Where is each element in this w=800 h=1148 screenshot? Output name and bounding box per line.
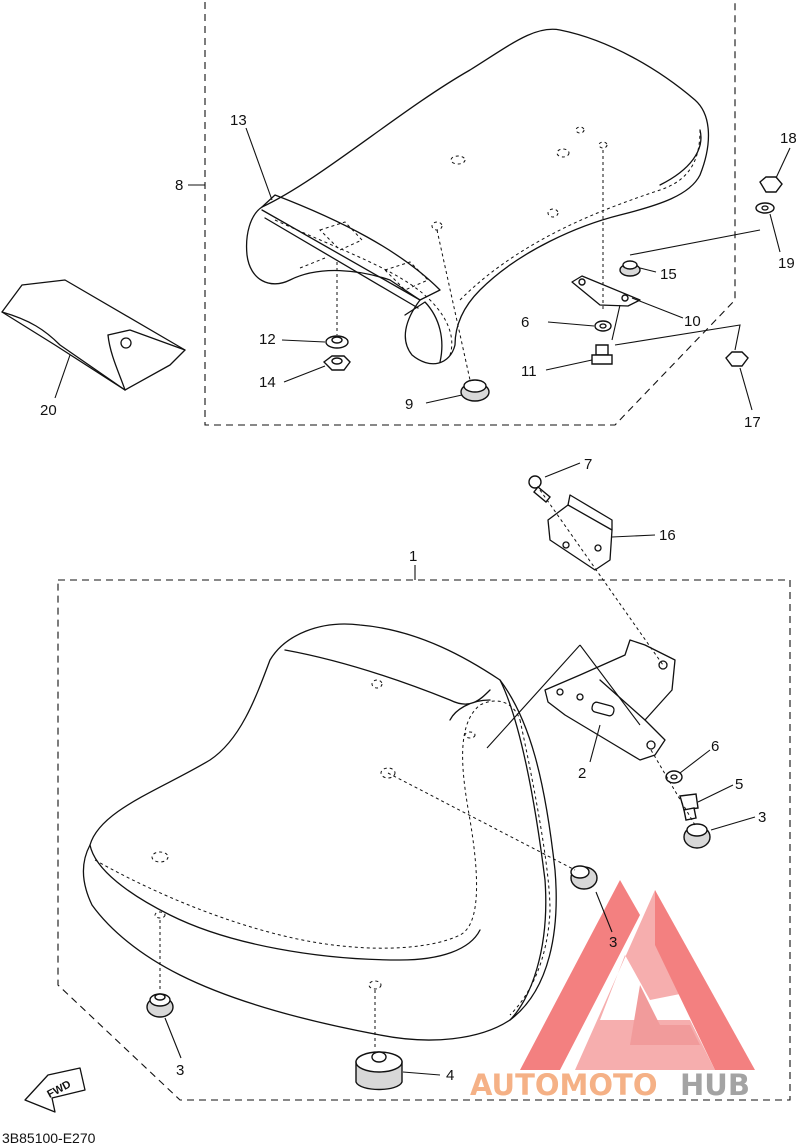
- rider-seat-side: [499, 679, 547, 1021]
- callout-12: 12: [259, 331, 276, 348]
- callout-1: 1: [409, 548, 417, 565]
- passenger-seat-hole: [575, 126, 585, 134]
- callout-16: 16: [659, 527, 676, 544]
- callout-11: 11: [521, 363, 537, 380]
- group-boundary-8: [204, 2, 736, 426]
- bracket-16: [547, 494, 613, 571]
- watermark-brand-hub: HUB: [680, 1068, 750, 1102]
- rider-seat-hole: [154, 911, 166, 919]
- callout-3: 3: [758, 809, 766, 826]
- assembly-line: [539, 489, 664, 666]
- assembly-line: [614, 324, 741, 351]
- assembly-line: [611, 304, 621, 341]
- callout-13: 13: [230, 112, 247, 129]
- passenger-seat-hole: [598, 141, 608, 149]
- collar-12: [325, 335, 349, 349]
- passenger-seat-hook: [384, 261, 429, 291]
- damper-3-left: [146, 993, 174, 1018]
- passenger-seat-group: [204, 2, 783, 426]
- callout-8: 8: [175, 177, 183, 194]
- bolt-5: [679, 793, 699, 821]
- passenger-seat-hole: [556, 148, 570, 158]
- rider-seat: [82, 623, 557, 1041]
- rider-seat-back-edge: [284, 649, 491, 721]
- bolt-11: [591, 344, 613, 365]
- callout-19: 19: [778, 255, 795, 272]
- passenger-seat-hole: [450, 155, 466, 165]
- rider-seat-front-face: [89, 844, 481, 961]
- assembly-line: [486, 644, 641, 749]
- callout-labels: 1 2 3 3 3 3 4 5 6 6 7 8 9 10 11 12 13 14…: [40, 112, 797, 1084]
- callout-9: 9: [405, 396, 413, 413]
- trim-strip: [261, 209, 443, 363]
- watermark-brand-main: AUTOMOTO: [470, 1068, 657, 1102]
- assembly-line: [436, 229, 471, 381]
- callout-3: 3: [609, 934, 617, 951]
- damper-15: [619, 260, 641, 277]
- callout-14: 14: [259, 374, 276, 391]
- rider-seat-group: [57, 475, 791, 1101]
- passenger-seat-rear-face: [261, 194, 441, 301]
- callout-6: 6: [711, 738, 719, 755]
- callout-6: 6: [521, 314, 529, 331]
- callout-17: 17: [744, 414, 761, 431]
- rider-seat-hole: [371, 679, 383, 689]
- seat-cover-20: [1, 279, 186, 391]
- rider-seat-hole: [368, 980, 382, 990]
- nut-14: [322, 355, 351, 371]
- damper-3-center: [570, 865, 598, 890]
- assembly-line: [629, 229, 761, 256]
- callout-4: 4: [446, 1067, 454, 1084]
- callout-20: 20: [40, 402, 57, 419]
- fwd-arrow-icon: FWD: [24, 1067, 86, 1113]
- watermark-text: AUTOMOTO HUB: [470, 1068, 750, 1102]
- callout-7: 7: [584, 456, 592, 473]
- callout-15: 15: [660, 266, 677, 283]
- rider-seat-stitch: [94, 700, 551, 1016]
- drawing-code: 3B85100-E270: [2, 1130, 96, 1146]
- rider-seat-hole: [380, 767, 396, 779]
- passenger-seat-hole: [547, 208, 559, 218]
- washer-19: [755, 202, 775, 214]
- callout-2: 2: [578, 765, 586, 782]
- callout-5: 5: [735, 776, 743, 793]
- damper-3-right: [683, 823, 711, 849]
- callout-3: 3: [176, 1062, 184, 1079]
- assembly-line: [387, 772, 576, 871]
- washer-6-lower: [665, 770, 683, 784]
- callout-18: 18: [780, 130, 797, 147]
- washer-6-upper: [594, 320, 612, 332]
- passenger-seat-side: [659, 129, 702, 186]
- passenger-seat-stitch: [274, 129, 701, 356]
- callout-leaders: [54, 127, 791, 1076]
- callout-10: 10: [684, 313, 701, 330]
- nut-18: [759, 176, 783, 193]
- passenger-seat-hook: [299, 221, 363, 269]
- rider-seat-hole: [464, 731, 476, 739]
- bolt-7: [528, 475, 551, 503]
- damper-4: [355, 1051, 403, 1091]
- nut-17: [725, 351, 749, 367]
- damper-9: [460, 379, 490, 402]
- bracket-2: [544, 639, 676, 761]
- rider-seat-hole: [151, 851, 169, 863]
- bracket-10: [571, 275, 641, 307]
- passenger-seat: [245, 28, 710, 365]
- assembly-line: [650, 749, 696, 826]
